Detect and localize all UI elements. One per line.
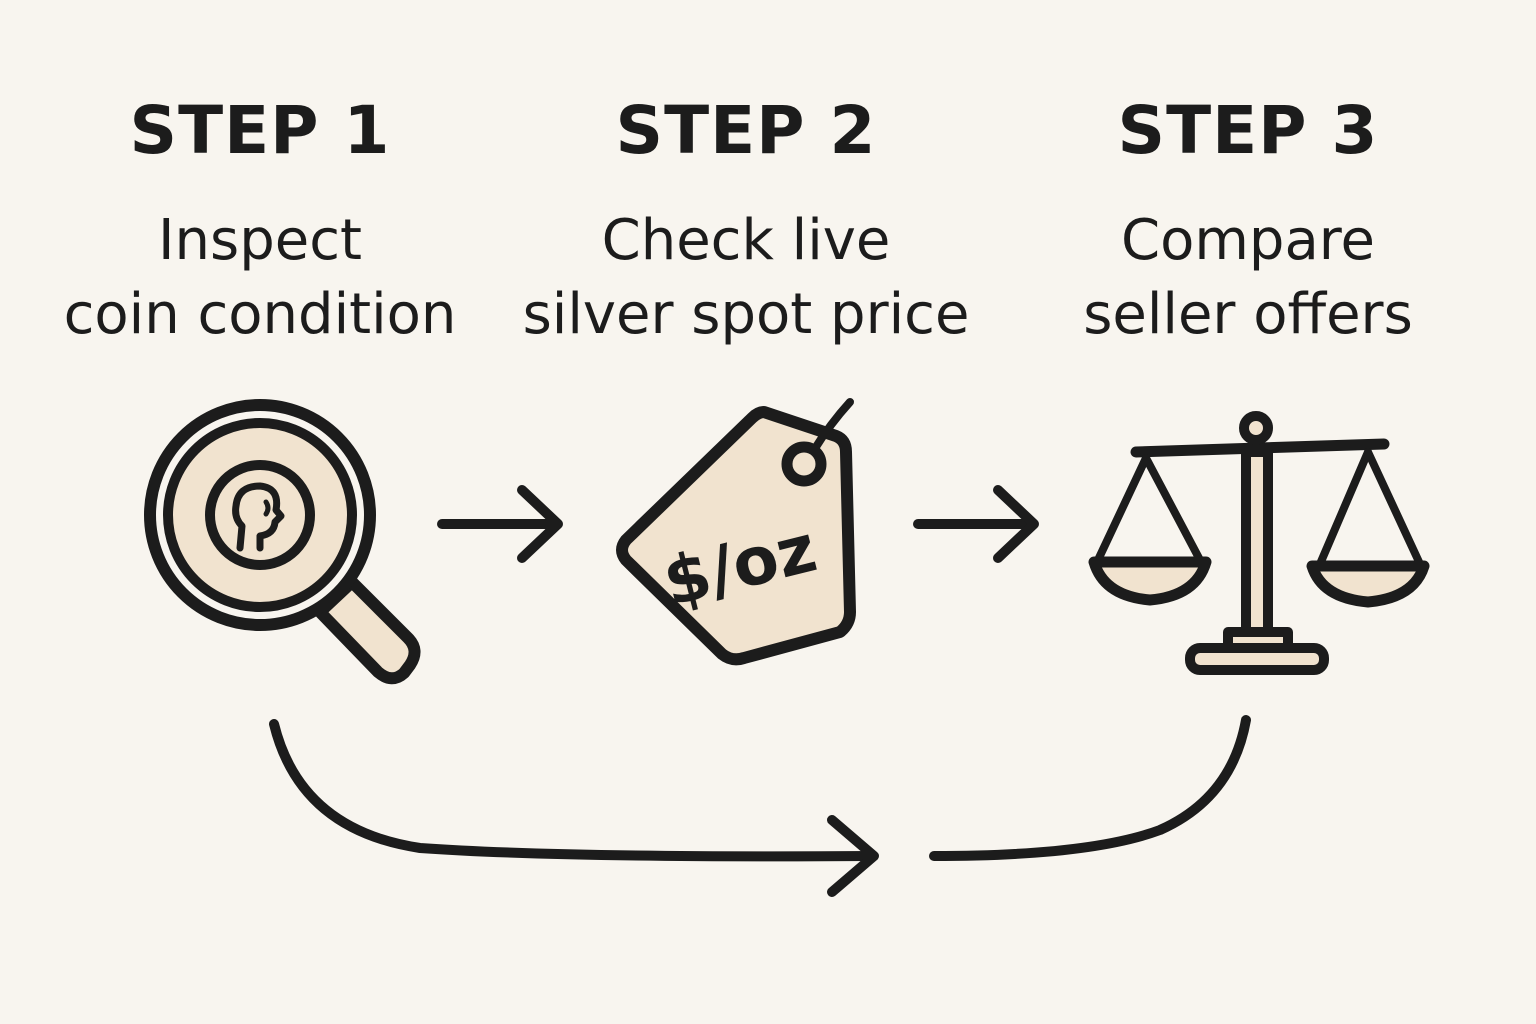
step-2-description: Check live silver spot price bbox=[506, 204, 986, 352]
price-tag-icon: $/oz bbox=[616, 398, 856, 666]
step-2-line-1: Check live bbox=[601, 208, 891, 273]
balance-scale-icon bbox=[1088, 411, 1430, 675]
step-3-line-1: Compare bbox=[1120, 208, 1376, 273]
arrow-right-icon-2 bbox=[913, 485, 1039, 563]
step-3-description: Compare seller offers bbox=[1008, 204, 1488, 352]
step-2: STEP 2 Check live silver spot price bbox=[506, 98, 986, 352]
step-1-title: STEP 1 bbox=[129, 92, 391, 169]
step-1-description: Inspect coin condition bbox=[20, 204, 500, 352]
step-2-line-2: silver spot price bbox=[522, 282, 970, 347]
step-1-line-1: Inspect bbox=[158, 208, 362, 273]
return-flow-arrow bbox=[269, 715, 1251, 897]
step-1-line-2: coin condition bbox=[63, 282, 457, 347]
step-3-line-2: seller offers bbox=[1083, 282, 1413, 347]
magnifier-coin-icon bbox=[144, 399, 421, 685]
step-2-title: STEP 2 bbox=[615, 92, 877, 169]
arrow-right-icon-1 bbox=[437, 485, 563, 563]
step-3-title: STEP 3 bbox=[1117, 92, 1379, 169]
step-3: STEP 3 Compare seller offers bbox=[1008, 98, 1488, 352]
step-1: STEP 1 Inspect coin condition bbox=[20, 98, 500, 352]
